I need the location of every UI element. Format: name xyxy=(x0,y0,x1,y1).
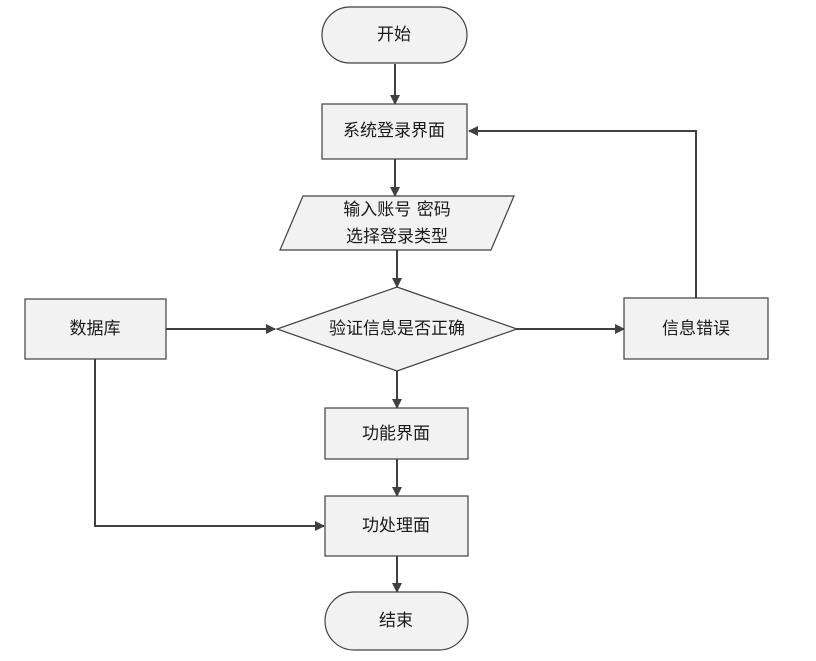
arrow-database-to-process xyxy=(94,359,325,531)
verify-decision xyxy=(275,286,519,372)
process-screen-label: 功处理面 xyxy=(362,516,430,536)
start-label: 开始 xyxy=(377,25,411,45)
database-box xyxy=(24,298,167,360)
verify-label: 验证信息是否正确 xyxy=(329,319,465,339)
function-screen-box xyxy=(324,407,469,460)
login-screen-label: 系统登录界面 xyxy=(343,121,445,141)
process-screen-box xyxy=(324,495,469,557)
function-screen-label: 功能界面 xyxy=(362,424,430,444)
login-screen-box xyxy=(321,103,468,160)
end-label: 结束 xyxy=(379,611,413,631)
database-label: 数据库 xyxy=(70,319,121,339)
input-label-line1: 输入账号 密码 xyxy=(343,200,450,220)
error-box xyxy=(623,297,769,360)
error-label: 信息错误 xyxy=(662,319,730,339)
input-label-line2: 选择登录类型 xyxy=(346,227,448,247)
input-parallelogram xyxy=(279,195,515,251)
arrow-error-to-login xyxy=(468,126,697,298)
start-terminal xyxy=(321,6,468,64)
end-terminal xyxy=(324,591,469,651)
